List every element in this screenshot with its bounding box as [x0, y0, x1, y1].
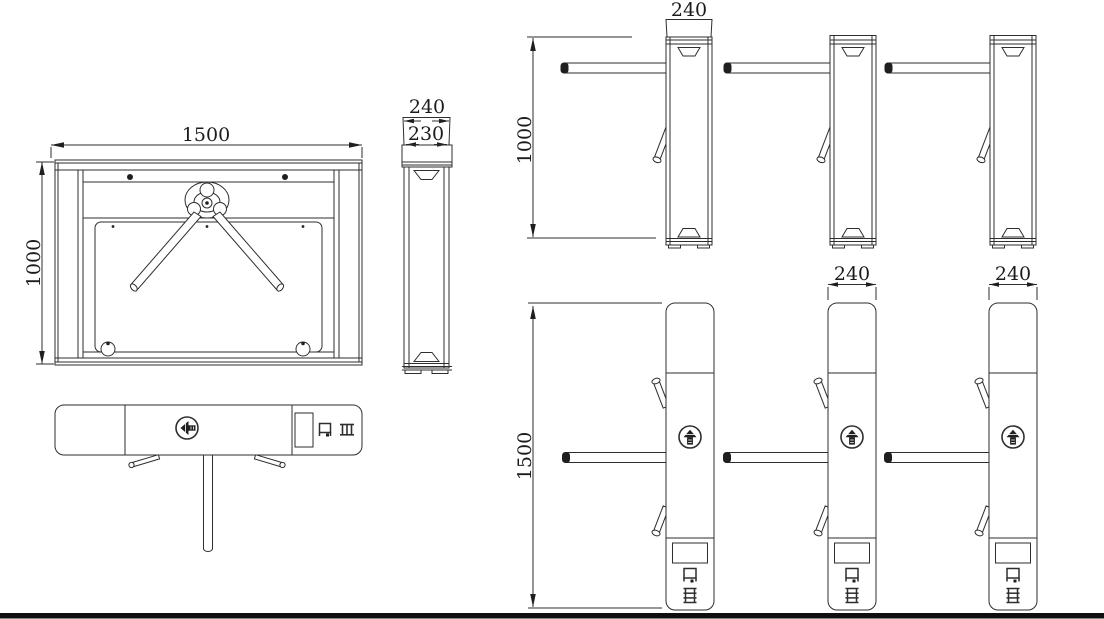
- dimension-label: 1500: [514, 432, 536, 480]
- ladder-icon: [845, 587, 859, 604]
- card-swipe-icon: [845, 567, 859, 583]
- barrier-arm: [884, 62, 998, 164]
- arrowhead-icon: [404, 118, 414, 124]
- ladder-icon: [1006, 587, 1020, 604]
- circle-up-arrow-icon: [1001, 425, 1025, 449]
- dimension-lane-front-height: 1500: [514, 302, 662, 609]
- plan-housing: [54, 404, 363, 456]
- barrier-arm: [560, 62, 674, 164]
- circle-left-arrow-icon: [175, 416, 199, 440]
- grill-icon: [340, 423, 354, 436]
- arrowhead-icon: [51, 142, 64, 148]
- turnstile-arm-left: [129, 211, 202, 292]
- arrowhead-icon: [530, 224, 536, 237]
- plan-arm-down: [203, 454, 213, 552]
- arrowhead-icon: [349, 142, 362, 148]
- arrowhead-icon: [530, 306, 536, 319]
- ground-line: [0, 613, 1104, 619]
- plan-arm-left: [128, 454, 161, 469]
- lane-pillar-front: [665, 302, 715, 611]
- side-view: 240 230: [401, 96, 453, 374]
- lane-pillar: [665, 19, 713, 249]
- dimension-label: 240: [834, 263, 870, 285]
- reader-window: [834, 542, 870, 564]
- bolt: [282, 174, 288, 180]
- dimension-front-width: 1500: [50, 124, 363, 158]
- pillar-foot: [992, 244, 1005, 249]
- dimension-lane-side-height: 1000: [514, 36, 656, 239]
- dimension-side-top-width: 240: [404, 96, 449, 124]
- dimension-label: 240: [995, 263, 1031, 285]
- circle-up-arrow-icon: [678, 425, 702, 449]
- dimension-label: 230: [408, 123, 444, 145]
- dimension-front-height: 1000: [23, 161, 54, 365]
- plan-arm-right: [253, 454, 286, 469]
- pillar-foot: [861, 244, 874, 249]
- reader-window: [294, 412, 314, 448]
- plan-view: [54, 404, 363, 552]
- card-swipe-icon: [683, 567, 697, 583]
- lane-pillar-front: [827, 302, 877, 611]
- pillar-foot: [832, 244, 845, 249]
- ladder-icon: [683, 587, 697, 604]
- bolt: [127, 174, 133, 180]
- card-swipe-icon: [1006, 567, 1020, 583]
- arrowhead-icon: [530, 594, 536, 607]
- barrier-arm: [884, 377, 993, 537]
- tripod-hub: [184, 181, 230, 219]
- barrier-arm: [723, 377, 832, 537]
- arrowhead-icon: [530, 38, 536, 51]
- dimension-pillar3-width: 240: [988, 263, 1038, 300]
- arrowhead-icon: [439, 118, 449, 124]
- barrier-arm: [723, 62, 838, 164]
- card-swipe-icon: [318, 422, 332, 437]
- front-view: 1500 1000: [23, 124, 363, 366]
- cabinet-inner-panel: [94, 221, 323, 357]
- lane-pillar: [829, 35, 877, 249]
- dimension-side-body-width: 230: [406, 123, 447, 147]
- lane-front-view: 1500 240 240: [514, 263, 1038, 611]
- dimension-label: 1000: [23, 239, 45, 287]
- dimension-label: 240: [409, 96, 445, 118]
- side-pillar-body: [401, 144, 453, 374]
- lane-pillar: [989, 35, 1037, 249]
- dimension-pillar2-width: 240: [827, 263, 877, 300]
- arrowhead-icon: [1027, 282, 1037, 287]
- barrier-arm: [562, 377, 670, 537]
- pillar-foot: [404, 369, 422, 374]
- pillar-foot: [697, 244, 710, 249]
- arrowhead-icon: [866, 282, 876, 287]
- turnstile-arm-right: [212, 211, 285, 292]
- dimension-label: 1000: [514, 116, 536, 164]
- pillar-foot: [1021, 244, 1034, 249]
- circle-up-arrow-icon: [840, 425, 864, 449]
- arrowhead-icon: [39, 351, 45, 364]
- reader-window: [995, 542, 1031, 564]
- dimension-label: 1500: [182, 124, 230, 146]
- pillar-foot: [668, 244, 681, 249]
- arrowhead-icon: [828, 282, 838, 287]
- reader-window: [672, 542, 708, 564]
- dimension-label: 240: [671, 0, 707, 21]
- arrowhead-icon: [989, 282, 999, 287]
- lane-pillar-front: [988, 302, 1038, 611]
- lane-side-view: 1000 240: [514, 0, 1037, 249]
- arrowhead-icon: [39, 162, 45, 175]
- pillar-foot: [431, 369, 449, 374]
